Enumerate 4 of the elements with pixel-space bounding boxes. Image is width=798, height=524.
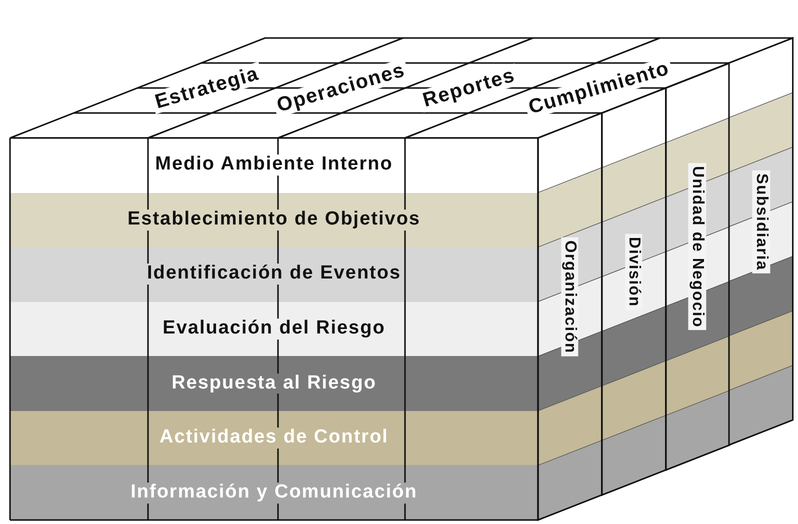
unit-label: División xyxy=(624,233,642,310)
unit-label: Subsidiaria xyxy=(752,170,770,274)
unit-label: Unidad de Negocio xyxy=(688,162,706,330)
unit-label: Organización xyxy=(561,236,579,356)
